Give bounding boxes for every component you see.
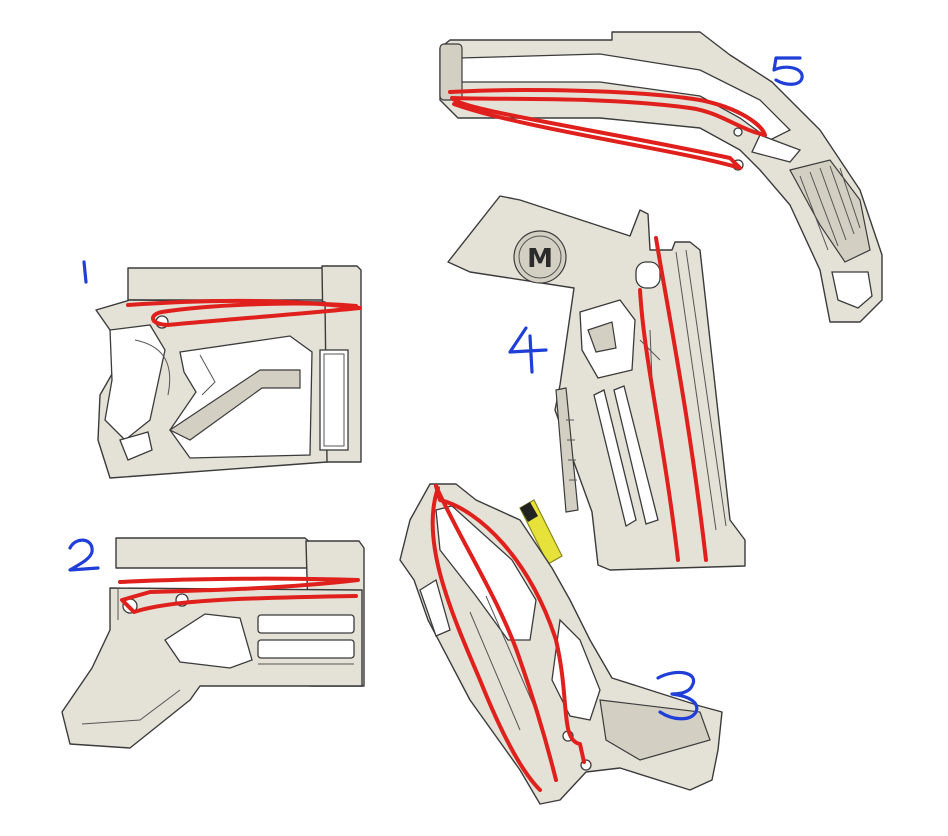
part-3-red-annotation-a bbox=[434, 484, 558, 782]
battery-object bbox=[519, 499, 563, 565]
part-5-red-annotation bbox=[448, 88, 767, 170]
part-1-frame bbox=[95, 265, 362, 479]
part-4-red-annotation-b bbox=[654, 236, 708, 562]
label-5 bbox=[772, 56, 804, 86]
part-4-frame: M bbox=[447, 195, 746, 571]
part-2-frame bbox=[61, 537, 365, 749]
label-4 bbox=[508, 326, 548, 374]
logo-letter: M bbox=[527, 244, 553, 274]
part-5-frame bbox=[439, 31, 883, 323]
label-2 bbox=[68, 538, 100, 572]
part-3-red-annotation-b bbox=[430, 484, 586, 792]
label-1 bbox=[82, 260, 88, 284]
label-3 bbox=[656, 670, 699, 721]
part-1-red-annotation bbox=[126, 298, 362, 327]
part-4-red-annotation-a bbox=[638, 288, 680, 562]
part-2-red-annotation bbox=[118, 576, 360, 614]
m-logo bbox=[513, 230, 567, 284]
